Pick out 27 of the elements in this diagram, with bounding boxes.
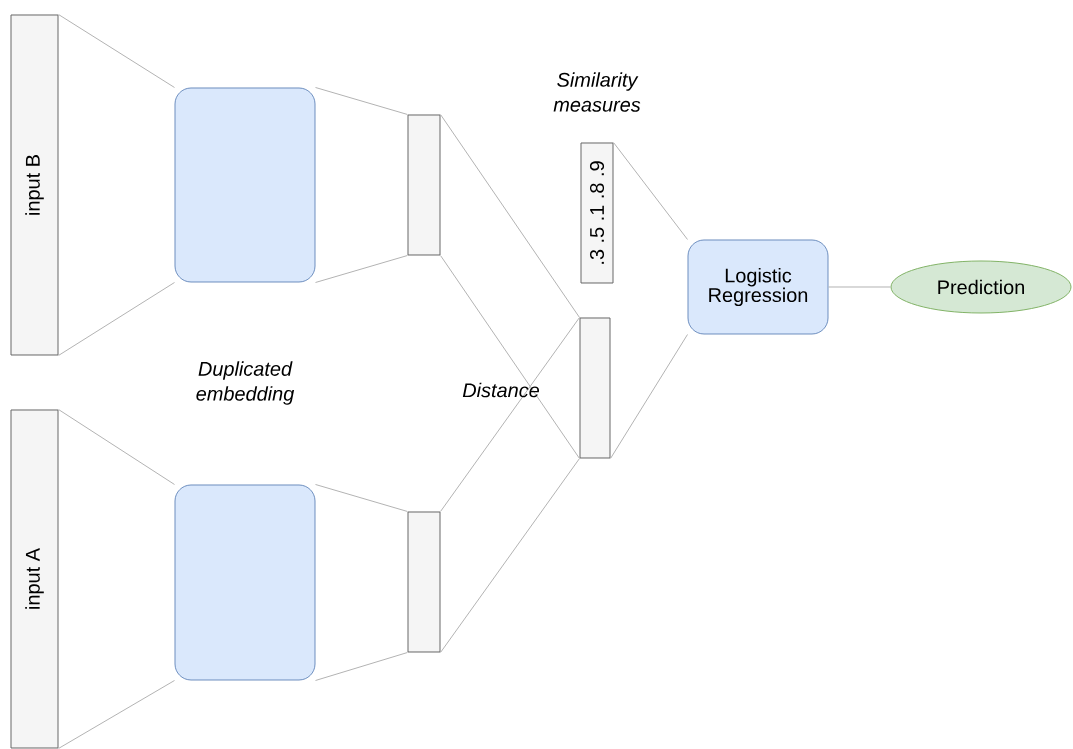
connector-line (58, 14, 175, 88)
connector-line (58, 680, 175, 749)
connector-line (610, 334, 688, 459)
vector-bar (407, 511, 441, 653)
vector-bar (407, 114, 441, 256)
distance-bar (579, 317, 611, 459)
embedding-box (174, 87, 316, 283)
regression-box: Logistic Regression (687, 239, 829, 335)
connector-line (58, 282, 175, 356)
connector-line (440, 458, 580, 653)
input-bar: input B (10, 14, 59, 356)
connector-line (440, 255, 580, 459)
similarity-vector: .3 .5 .1 .8 .9 (580, 142, 614, 284)
connector-line (613, 142, 688, 240)
connector-line (440, 114, 580, 318)
connector-line (315, 255, 408, 283)
connector-line (828, 286, 891, 288)
embedding-box (174, 484, 316, 681)
input-bar: input A (10, 409, 59, 749)
caption-label: Distance (462, 382, 539, 398)
caption-label: Duplicated embedding (196, 361, 295, 405)
connector-line (315, 484, 408, 512)
connector-line (58, 409, 175, 485)
caption-label: Similarity measures (553, 72, 641, 112)
connector-line (315, 652, 408, 681)
connector-line (315, 87, 408, 115)
connector-line (440, 317, 580, 512)
